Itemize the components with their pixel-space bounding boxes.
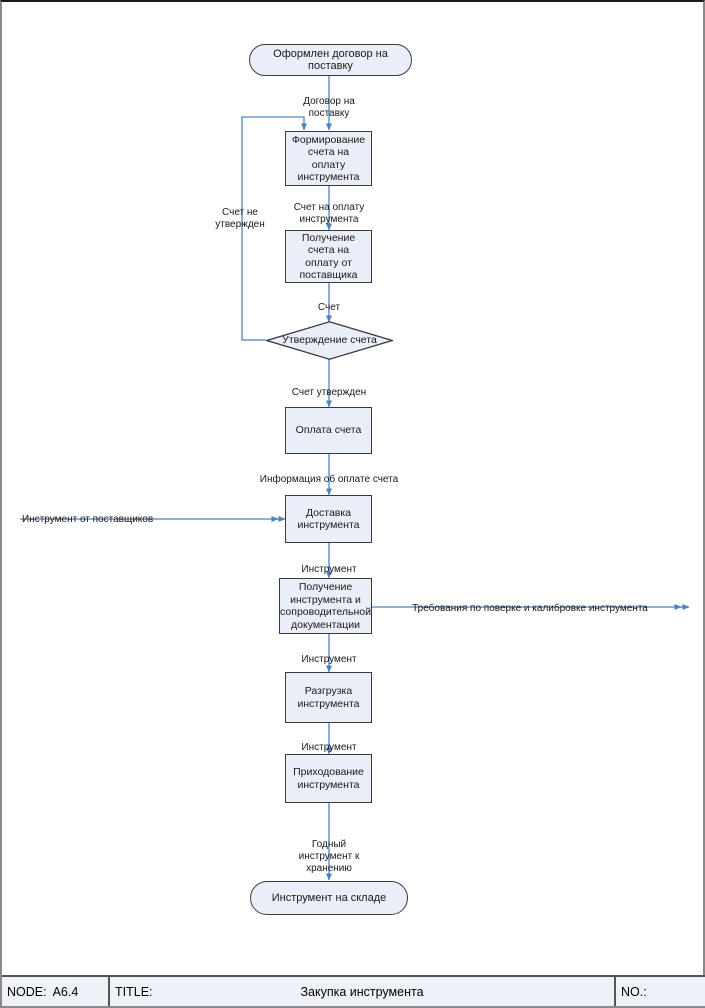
node-intake-label: Получение инструмента и сопроводительной… bbox=[280, 581, 371, 631]
edge-label-contract: Договор на поставку bbox=[303, 96, 355, 119]
node-approve-invoice-label: Утверждение счета bbox=[282, 334, 377, 347]
node-delivery-label: Доставка инструмента bbox=[297, 506, 360, 532]
footer-no-cell: NO.: bbox=[616, 977, 705, 1006]
footer-no-label: NO.: bbox=[621, 984, 647, 999]
node-receive-invoice-label: Получение счета на оплату от поставщика bbox=[299, 231, 358, 282]
edge-label-tool-unload: Инструмент bbox=[301, 742, 357, 753]
footer-title-value: Закупка инструмента bbox=[300, 984, 424, 999]
connector-layer bbox=[20, 76, 690, 881]
node-unload[interactable]: Разгрузка инструмента bbox=[285, 672, 372, 723]
edge-label-tool-from-suppliers: Инструмент от поставщиков bbox=[22, 514, 154, 525]
footer-node-value: A6.4 bbox=[52, 984, 79, 999]
edge-label-invoice-approved: Счет утвержден bbox=[291, 387, 367, 398]
node-intake[interactable]: Получение инструмента и сопроводительной… bbox=[279, 578, 372, 634]
diagram-canvas: Оформлен договор на поставку Формировани… bbox=[2, 2, 705, 977]
edge-label-tool-intake: Инструмент bbox=[301, 654, 357, 665]
node-end-label: Инструмент на складе bbox=[271, 891, 387, 904]
edge-label-tool-delivery: Инструмент bbox=[301, 564, 357, 575]
decision-shape bbox=[266, 321, 393, 360]
node-pay-invoice-label: Оплата счета bbox=[295, 424, 362, 437]
footer-bar: NODE: A6.4 TITLE: Закупка инструмента NO… bbox=[2, 975, 705, 1006]
node-receive-invoice[interactable]: Получение счета на оплату от поставщика bbox=[285, 230, 372, 283]
edge-label-invoice: Счет bbox=[317, 302, 341, 313]
edge-label-calibration-requirements: Требования по поверке и калибровке инстр… bbox=[412, 603, 648, 614]
footer-title-cell: TITLE: Закупка инструмента bbox=[110, 977, 616, 1006]
footer-node-label: NODE: bbox=[7, 984, 47, 999]
node-booking-label: Приходование инструмента bbox=[293, 766, 364, 791]
node-approve-invoice[interactable]: Утверждение счета bbox=[266, 321, 393, 360]
footer-node-cell: NODE: A6.4 bbox=[2, 977, 110, 1006]
edge-label-suitable-tool: Годный инструмент к хранению bbox=[298, 839, 360, 874]
edge-label-payment-info: Информация об оплате счета bbox=[259, 474, 399, 485]
node-unload-label: Разгрузка инструмента bbox=[297, 685, 360, 710]
node-start[interactable]: Оформлен договор на поставку bbox=[249, 44, 412, 76]
edge-approve-reject-loop bbox=[241, 116, 308, 341]
node-end[interactable]: Инструмент на складе bbox=[250, 881, 408, 915]
node-pay-invoice[interactable]: Оплата счета bbox=[285, 407, 372, 454]
node-form-invoice[interactable]: Формирование счета на оплату инструмента bbox=[285, 131, 372, 186]
node-start-label: Оформлен договор на поставку bbox=[273, 47, 388, 73]
node-form-invoice-label: Формирование счета на оплату инструмента bbox=[291, 133, 366, 184]
edge-label-invoice-for-payment: Счет на оплату инструмента bbox=[293, 202, 365, 225]
node-delivery[interactable]: Доставка инструмента bbox=[285, 495, 372, 543]
footer-title-label: TITLE: bbox=[115, 984, 153, 999]
edge-label-invoice-rejected: Счет не утвержден bbox=[215, 207, 265, 230]
node-booking[interactable]: Приходование инструмента bbox=[285, 754, 372, 803]
